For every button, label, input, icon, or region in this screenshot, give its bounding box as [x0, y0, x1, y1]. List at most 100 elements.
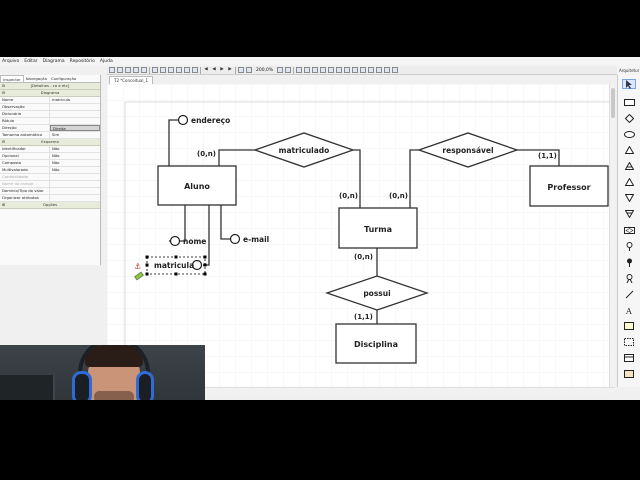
diagram-canvas[interactable]: Aluno Turma Professor Disciplina matricu… [107, 84, 615, 387]
entity-disciplina[interactable]: Disciplina [335, 323, 417, 364]
identifier-attribute-icon[interactable] [622, 257, 636, 267]
tab-inspector[interactable]: Inspector [0, 75, 24, 82]
composite-attribute-icon[interactable] [622, 273, 636, 283]
vertical-scrollbar[interactable] [609, 84, 615, 387]
entity-icon[interactable] [622, 97, 636, 107]
zoom-in-icon[interactable] [238, 67, 244, 73]
constraint-icon[interactable] [622, 369, 636, 379]
grid-icon[interactable] [285, 67, 292, 73]
new-icon[interactable] [109, 67, 115, 73]
logical-model-icon[interactable] [392, 67, 399, 73]
attribute-email[interactable]: e-mail [229, 233, 270, 245]
save-icon[interactable] [125, 67, 131, 73]
collapse-icon[interactable]: ⊟ [2, 139, 6, 144]
menu-repositorio[interactable]: Repositório [69, 59, 95, 64]
same-height-icon[interactable] [352, 67, 359, 73]
prop-row[interactable]: Observação [0, 104, 100, 111]
bring-front-icon[interactable] [376, 67, 383, 73]
menu-ajuda[interactable]: Ajuda [99, 59, 113, 64]
pointer-icon[interactable] [622, 79, 636, 89]
open-icon[interactable] [117, 67, 123, 73]
connector-aluno-endereco [168, 119, 178, 166]
direction-dropdown[interactable]: Direita [50, 125, 100, 131]
attribute-matricula-selected[interactable]: matricula [145, 255, 207, 276]
self-relationship-icon[interactable] [622, 129, 636, 139]
collapse-icon[interactable]: ⊟ [2, 83, 6, 88]
attribute-icon[interactable] [622, 241, 636, 251]
attribute-endereco[interactable]: endereço [177, 114, 231, 126]
entity-professor[interactable]: Professor [529, 165, 609, 207]
send-back-icon[interactable] [384, 67, 391, 73]
relationship-matriculado[interactable]: matriculado [253, 132, 355, 168]
align-right-icon[interactable] [312, 67, 319, 73]
delete-icon[interactable] [192, 67, 198, 73]
next-icon[interactable]: ▶ [220, 67, 224, 72]
relationship-icon[interactable] [622, 113, 636, 123]
dependent-icon[interactable] [622, 209, 636, 219]
distribute-h-icon[interactable] [360, 67, 367, 73]
link-icon[interactable] [622, 289, 636, 299]
anchor-icon[interactable]: ⚓ [134, 262, 141, 271]
redo-icon[interactable] [184, 67, 190, 73]
entity-turma[interactable]: Turma [338, 207, 418, 249]
menu-editar[interactable]: Editar [24, 59, 38, 64]
pencil-icon[interactable] [134, 271, 144, 281]
specialization-icon[interactable] [622, 145, 636, 155]
relationship-responsavel[interactable]: responsável [417, 132, 519, 168]
prev-icon[interactable]: ◀ [212, 67, 216, 72]
frame-icon[interactable] [622, 337, 636, 347]
text-icon[interactable]: A [622, 305, 636, 315]
generalization-icon[interactable] [622, 193, 636, 203]
paste-icon[interactable] [168, 67, 174, 73]
document-tab[interactable]: T2 *Conceitual_1 [109, 76, 154, 84]
align-bottom-icon[interactable] [336, 67, 343, 73]
menu-arquivo[interactable]: Arquivo [2, 59, 20, 64]
undo-icon[interactable] [176, 67, 182, 73]
distribute-v-icon[interactable] [368, 67, 375, 73]
tab-navegacao[interactable]: Navegação [25, 76, 47, 81]
zoom-out-icon[interactable] [246, 67, 252, 73]
zoom-level[interactable]: 200,0% [256, 67, 274, 73]
horizontal-scrollbar[interactable] [107, 387, 615, 393]
section-details[interactable]: ⊟[Detalhes - co e etc] [0, 83, 100, 90]
associative-entity-icon[interactable] [622, 225, 636, 235]
section-schema[interactable]: ⊟Esquema [0, 139, 100, 146]
section-options[interactable]: ⊞Opções [0, 202, 100, 209]
expand-icon[interactable]: ⊞ [2, 202, 6, 207]
table-icon[interactable] [622, 353, 636, 363]
attribute-nome[interactable]: nome [169, 235, 207, 247]
entity-aluno[interactable]: Aluno [157, 165, 237, 206]
export-icon[interactable] [133, 67, 139, 73]
specialization-exclusive-icon[interactable] [622, 177, 636, 187]
prop-row[interactable]: Dicionário [0, 111, 100, 118]
align-left-icon[interactable] [296, 67, 303, 73]
prop-row[interactable]: Organizar atributos [0, 195, 100, 202]
collapse-icon[interactable]: ⊟ [2, 90, 6, 95]
prop-row[interactable]: Rótulo [0, 118, 100, 125]
comment-icon[interactable] [622, 321, 636, 331]
cut-icon[interactable] [152, 67, 158, 73]
first-icon[interactable]: ◀ [204, 67, 208, 72]
align-center-icon[interactable] [304, 67, 311, 73]
prop-row[interactable]: Domínio/Tipo do valor [0, 188, 100, 195]
section-diagram[interactable]: ⊟Diagrama [0, 90, 100, 97]
relationship-possui[interactable]: possui [324, 275, 430, 311]
align-middle-icon[interactable] [328, 67, 335, 73]
tab-configuracao[interactable]: Configuração [50, 76, 77, 81]
last-icon[interactable]: ▶ [228, 67, 232, 72]
print-icon[interactable] [141, 67, 147, 73]
menu-diagrama[interactable]: Diagrama [42, 59, 65, 64]
scrollbar-thumb[interactable] [611, 88, 615, 118]
fit-icon[interactable] [277, 67, 284, 73]
same-width-icon[interactable] [344, 67, 351, 73]
align-top-icon[interactable] [320, 67, 327, 73]
copy-icon[interactable] [160, 67, 166, 73]
specialization-total-icon[interactable] [622, 161, 636, 171]
